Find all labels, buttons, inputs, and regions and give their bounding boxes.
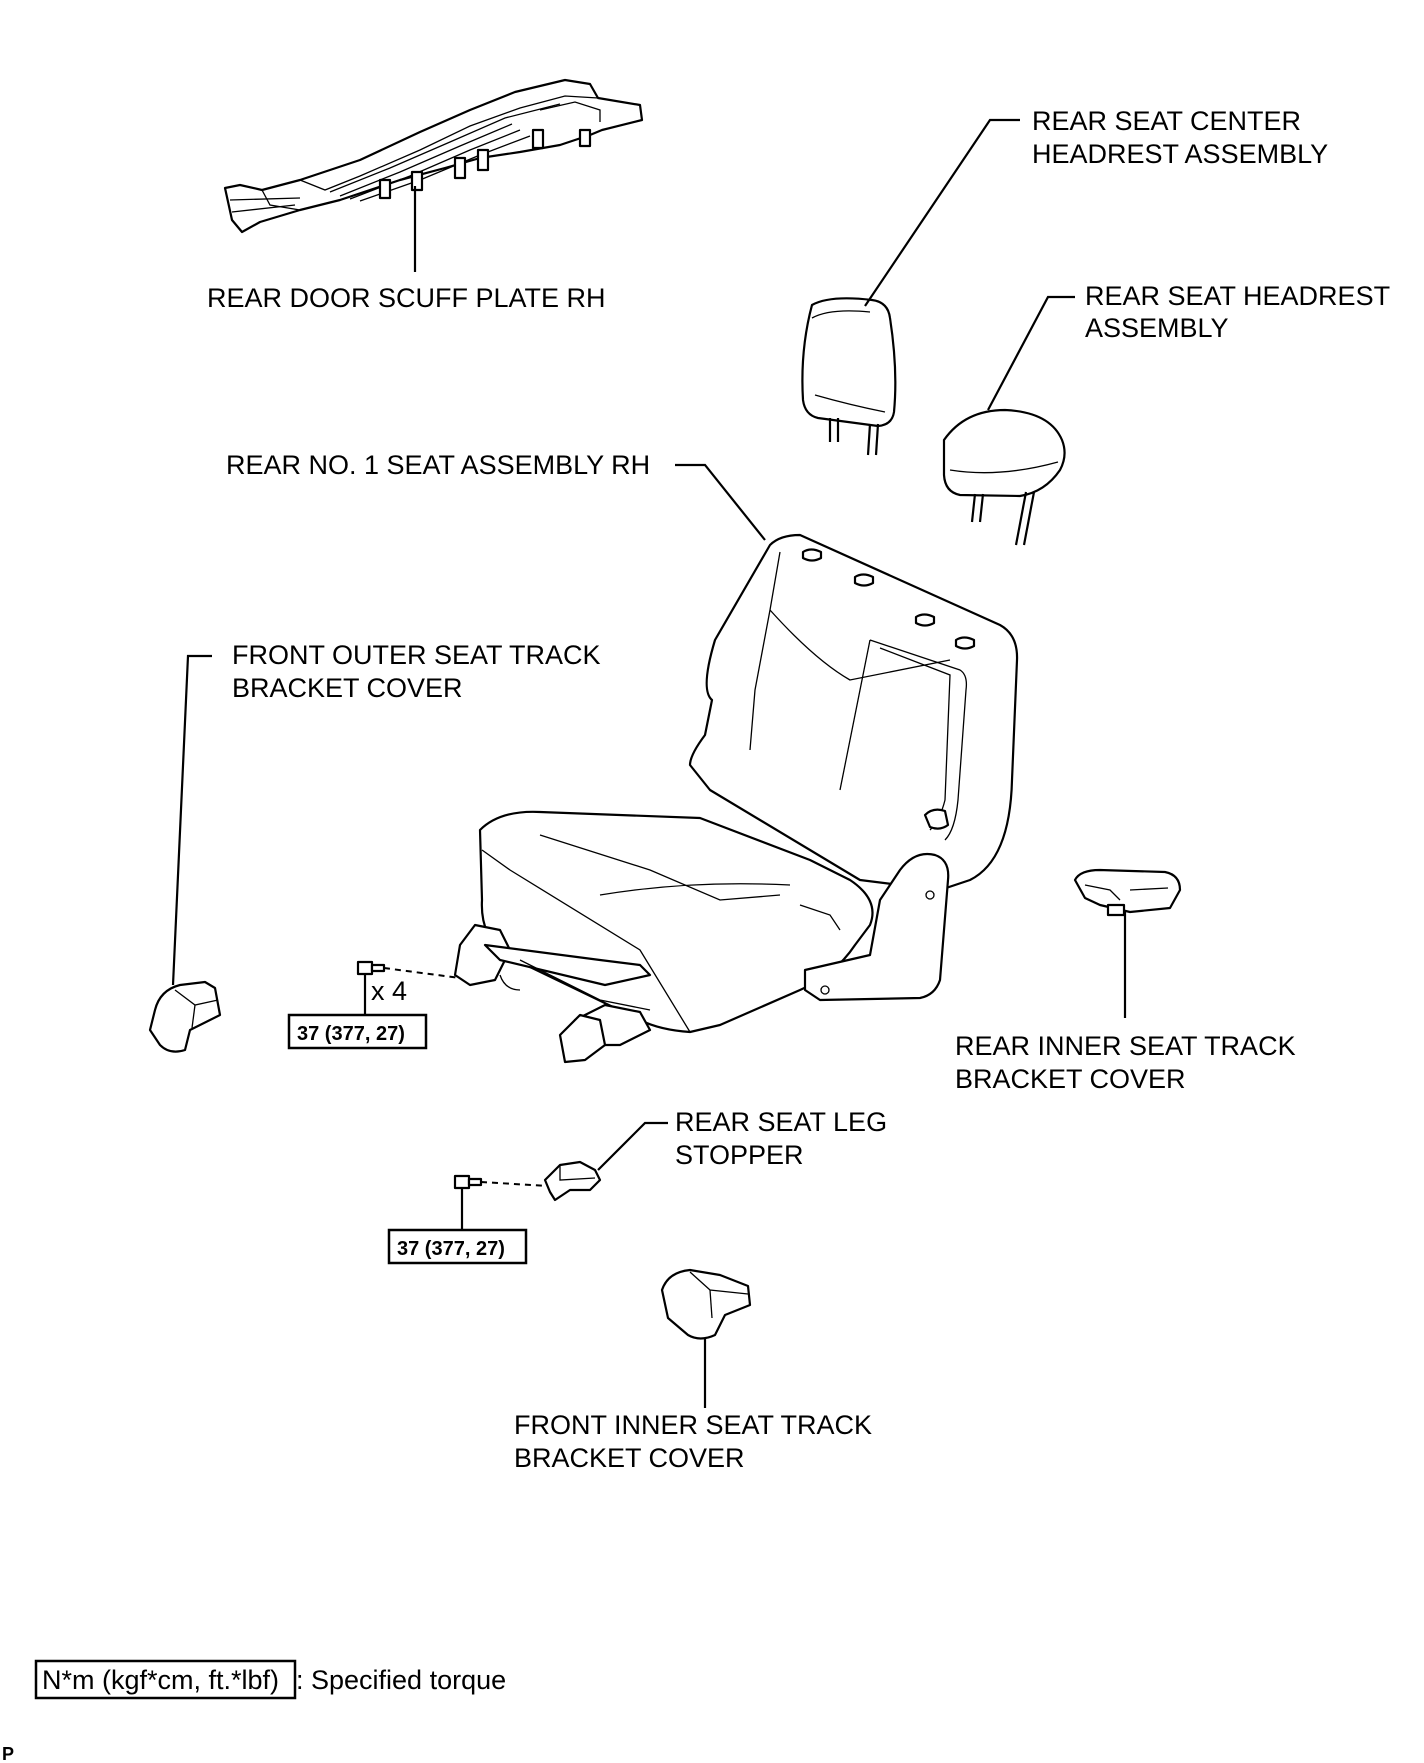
- leg-stopper-torque-value: 37 (377, 27): [397, 1238, 505, 1260]
- rear-door-scuff-plate-part: [223, 78, 644, 234]
- leg-stopper-leader: [597, 1121, 668, 1171]
- front-outer-cover-leader: [171, 654, 212, 986]
- headrest-label-line1: REAR SEAT HEADREST: [1085, 281, 1390, 311]
- front-inner-cover-label-line1: FRONT INNER SEAT TRACK: [514, 1410, 872, 1440]
- rear-inner-cover-part: [1073, 868, 1182, 917]
- rear-inner-cover-label-line2: BRACKET COVER: [955, 1064, 1186, 1094]
- headrest-label-line2: ASSEMBLY: [1085, 313, 1229, 343]
- seat-bolt-count: x 4: [371, 976, 407, 1006]
- leg-stopper-part: [543, 1160, 602, 1202]
- torque-legend-description: : Specified torque: [296, 1665, 506, 1695]
- center-headrest-leader: [864, 118, 1020, 307]
- center-headrest-label-line2: HEADREST ASSEMBLY: [1032, 139, 1328, 169]
- center-headrest-part: [801, 297, 897, 456]
- leg-stopper-torque-box: [387, 1228, 528, 1265]
- seat-bolt-dashed-path: [383, 967, 461, 979]
- front-inner-cover-part: [660, 1268, 752, 1340]
- front-outer-cover-part: [148, 980, 222, 1053]
- seat-assembly-leader: [675, 463, 766, 541]
- leg-stopper-label-line1: REAR SEAT LEG: [675, 1107, 887, 1137]
- headrest-part: [942, 408, 1066, 546]
- front-outer-cover-label-line2: BRACKET COVER: [232, 673, 463, 703]
- headrest-leader: [987, 295, 1075, 411]
- leg-stopper-label-line2: STOPPER: [675, 1140, 804, 1170]
- center-headrest-label-line1: REAR SEAT CENTER: [1032, 106, 1301, 136]
- seat-bolt-torque-value: 37 (377, 27): [297, 1023, 405, 1045]
- seat-assembly-part: [453, 533, 1019, 1064]
- leg-stopper-bolt-dashed-path: [480, 1181, 549, 1187]
- front-inner-cover-label-line2: BRACKET COVER: [514, 1443, 745, 1473]
- seat-bolt-torque-box: [287, 1013, 428, 1050]
- page-code: P: [2, 1744, 14, 1763]
- torque-legend-unit: N*m (kgf*cm, ft.*lbf): [42, 1665, 279, 1695]
- seat-assembly-label: REAR NO. 1 SEAT ASSEMBLY RH: [226, 450, 650, 480]
- seat-bolt-icon: [356, 960, 386, 976]
- leg-stopper-bolt-icon: [453, 1174, 483, 1190]
- front-outer-cover-label-line1: FRONT OUTER SEAT TRACK: [232, 640, 601, 670]
- scuff-plate-label: REAR DOOR SCUFF PLATE RH: [207, 283, 606, 313]
- torque-legend-box: [34, 1659, 297, 1700]
- rear-inner-cover-label-line1: REAR INNER SEAT TRACK: [955, 1031, 1296, 1061]
